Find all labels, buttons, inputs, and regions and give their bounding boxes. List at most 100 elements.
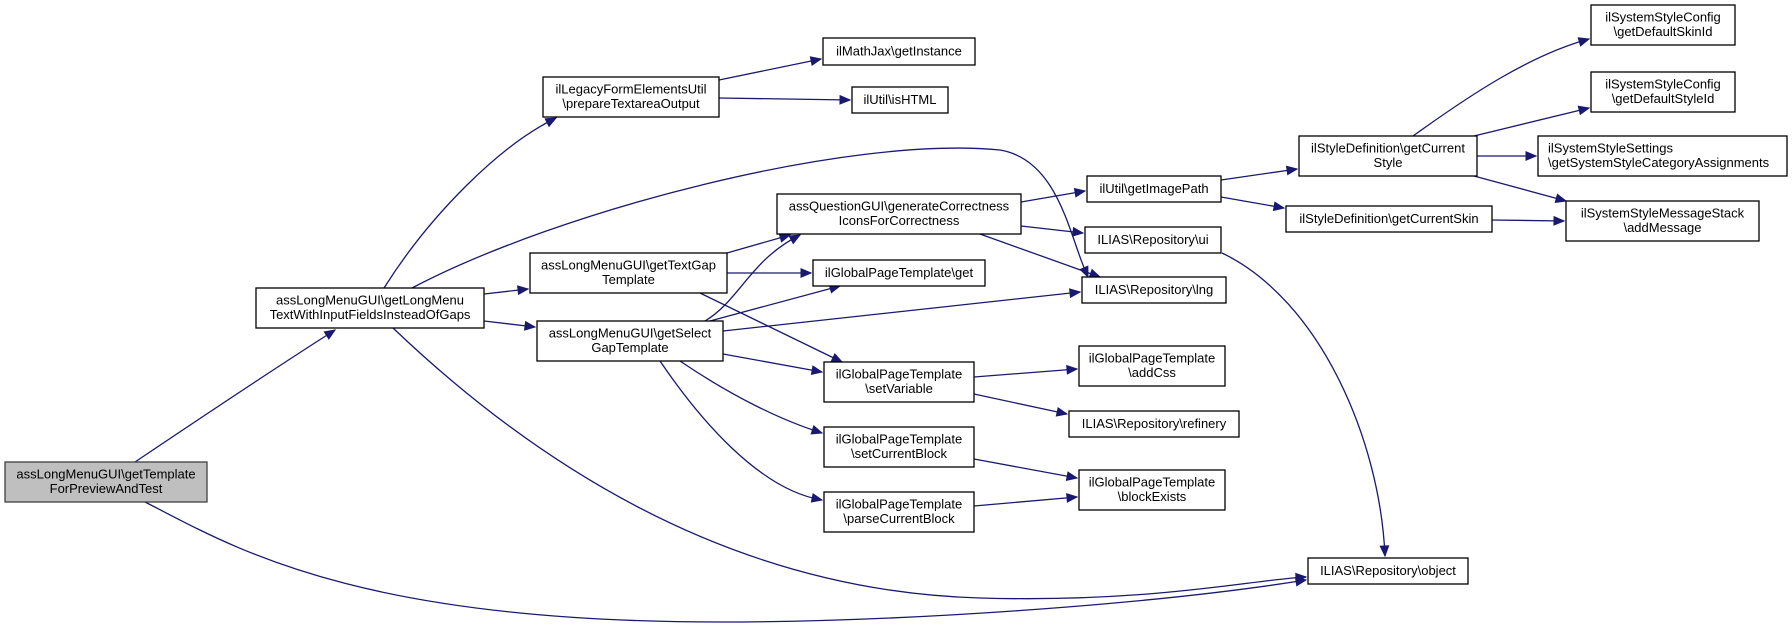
- node-box[interactable]: [255, 287, 485, 329]
- edge-getLongMenu-to-getSelectGap: [483, 320, 537, 331]
- node-label: Style: [1374, 155, 1403, 170]
- node-box[interactable]: [1068, 410, 1240, 438]
- node-label: ilUtil\isHTML: [864, 92, 937, 107]
- node-categoryAssign[interactable]: ilSystemStyleSettings\getSystemStyleCate…: [1537, 135, 1788, 177]
- node-label: ilGlobalPageTemplate: [836, 497, 962, 512]
- node-getImagePath[interactable]: ilUtil\getImagePath: [1086, 175, 1222, 203]
- node-box[interactable]: [1590, 71, 1736, 113]
- node-box[interactable]: [1285, 205, 1493, 233]
- arrowhead-icon: [839, 94, 852, 105]
- node-label: ilStyleDefinition\getCurrent: [1311, 141, 1465, 156]
- node-label: ILIAS\Repository\object: [1320, 563, 1456, 578]
- node-box[interactable]: [823, 426, 975, 468]
- node-label: IconsForCorrectness: [839, 213, 960, 228]
- edge-getCurrentStyle-to-defaultStyleId: [1473, 105, 1591, 137]
- arrowhead-icon: [1295, 572, 1308, 583]
- node-addMessage[interactable]: ilSystemStyleMessageStack\addMessage: [1565, 200, 1760, 242]
- node-box[interactable]: [536, 320, 724, 362]
- node-box[interactable]: [1084, 226, 1222, 254]
- edge-getCurrentSkin-to-addMessage: [1491, 215, 1566, 226]
- node-getLongMenu[interactable]: assLongMenuGUI\getLongMenuTextWithInputF…: [255, 287, 485, 329]
- arrowhead-icon: [778, 233, 792, 243]
- node-box[interactable]: [822, 37, 976, 66]
- node-repoLng[interactable]: ILIAS\Repository\lng: [1081, 276, 1227, 304]
- edge-line: [659, 360, 823, 501]
- node-label: GapTemplate: [591, 340, 668, 355]
- node-gptSetCurrentBlock[interactable]: ilGlobalPageTemplate\setCurrentBlock: [823, 426, 975, 468]
- node-box[interactable]: [1078, 469, 1226, 511]
- node-label: ilGlobalPageTemplate: [1089, 351, 1215, 366]
- node-box[interactable]: [1565, 200, 1760, 242]
- edge-getLongMenu-to-prepareTextarea: [383, 117, 558, 289]
- edge-prepareTextarea-to-mathjax: [718, 56, 823, 81]
- edge-getCurrentStyle-to-defaultSkinId: [1412, 37, 1591, 137]
- node-prepareTextarea[interactable]: ilLegacyFormElementsUtil\prepareTextarea…: [542, 76, 720, 118]
- node-label: ilSystemStyleMessageStack: [1581, 206, 1745, 221]
- edge-line: [709, 285, 841, 322]
- node-box[interactable]: [812, 259, 986, 287]
- node-isHTML[interactable]: ilUtil\isHTML: [851, 86, 949, 114]
- edge-prepareTextarea-to-isHTML: [718, 94, 852, 105]
- node-label: ilLegacyFormElementsUtil: [556, 82, 707, 97]
- edge-getSelectGap-to-gptSetVariable: [722, 353, 824, 375]
- node-box[interactable]: [542, 76, 720, 118]
- node-box[interactable]: [1590, 4, 1736, 46]
- edge-line: [1221, 252, 1386, 557]
- edge-root-to-getLongMenu: [134, 329, 337, 463]
- node-label: TextWithInputFieldsInsteadOfGaps: [270, 307, 471, 322]
- node-repoRefinery[interactable]: ILIAS\Repository\refinery: [1068, 410, 1240, 438]
- edge-root-to-repoObject: [144, 501, 1308, 623]
- node-box[interactable]: [1086, 175, 1222, 203]
- node-box[interactable]: [1081, 276, 1227, 304]
- arrowhead-icon: [1073, 187, 1087, 198]
- node-box[interactable]: [1537, 135, 1788, 177]
- node-box[interactable]: [823, 491, 975, 533]
- node-box[interactable]: [823, 361, 975, 403]
- node-label: \addCss: [1128, 365, 1176, 380]
- arrowhead-icon: [809, 56, 823, 66]
- node-defaultStyleId[interactable]: ilSystemStyleConfig\getDefaultStyleId: [1590, 71, 1736, 113]
- node-label: ilGlobalPageTemplate: [1089, 475, 1215, 490]
- node-gptSetVariable[interactable]: ilGlobalPageTemplate\setVariable: [823, 361, 975, 403]
- edge-line: [726, 234, 791, 254]
- arrowhead-icon: [1065, 471, 1079, 481]
- edge-getSelectGap-to-repoLng: [722, 288, 1082, 332]
- arrowhead-icon: [517, 285, 530, 296]
- node-genCorrectness[interactable]: assQuestionGUI\generateCorrectnessIconsF…: [776, 193, 1022, 235]
- node-box[interactable]: [851, 86, 949, 114]
- node-label: \blockExists: [1118, 489, 1187, 504]
- node-root[interactable]: assLongMenuGUI\getTemplateForPreviewAndT…: [4, 461, 208, 503]
- arrowhead-icon: [1553, 215, 1566, 226]
- node-gptParseCurrentBlock[interactable]: ilGlobalPageTemplate\parseCurrentBlock: [823, 491, 975, 533]
- node-box[interactable]: [1298, 135, 1478, 177]
- edge-getSelectGap-to-gptParseCurrentBlock: [659, 360, 824, 503]
- edge-line: [1491, 219, 1565, 222]
- node-box[interactable]: [776, 193, 1022, 235]
- edges-layer: [134, 37, 1591, 623]
- arrowhead-icon: [323, 329, 337, 340]
- arrowhead-icon: [810, 492, 824, 503]
- node-gptGet[interactable]: ilGlobalPageTemplate\get: [812, 259, 986, 287]
- node-box[interactable]: [4, 461, 208, 503]
- node-repoUi[interactable]: ILIAS\Repository\ui: [1084, 226, 1222, 254]
- arrowhead-icon: [1272, 201, 1286, 212]
- edge-line: [392, 327, 1307, 600]
- node-label: \setCurrentBlock: [851, 446, 948, 461]
- node-repoObject[interactable]: ILIAS\Repository\object: [1307, 557, 1469, 585]
- node-gptAddCss[interactable]: ilGlobalPageTemplate\addCss: [1078, 345, 1226, 387]
- node-gptBlockExists[interactable]: ilGlobalPageTemplate\blockExists: [1078, 469, 1226, 511]
- node-defaultSkinId[interactable]: ilSystemStyleConfig\getDefaultSkinId: [1590, 4, 1736, 46]
- node-getCurrentSkin[interactable]: ilStyleDefinition\getCurrentSkin: [1285, 205, 1493, 233]
- node-box[interactable]: [1307, 557, 1469, 585]
- node-box[interactable]: [1078, 345, 1226, 387]
- node-label: assLongMenuGUI\getLongMenu: [276, 293, 464, 308]
- node-label: Template: [602, 272, 655, 287]
- node-label: \parseCurrentBlock: [843, 511, 955, 526]
- node-box[interactable]: [529, 252, 728, 294]
- edge-line: [718, 97, 851, 101]
- node-mathjax[interactable]: ilMathJax\getInstance: [822, 37, 976, 66]
- edge-line: [144, 501, 1307, 623]
